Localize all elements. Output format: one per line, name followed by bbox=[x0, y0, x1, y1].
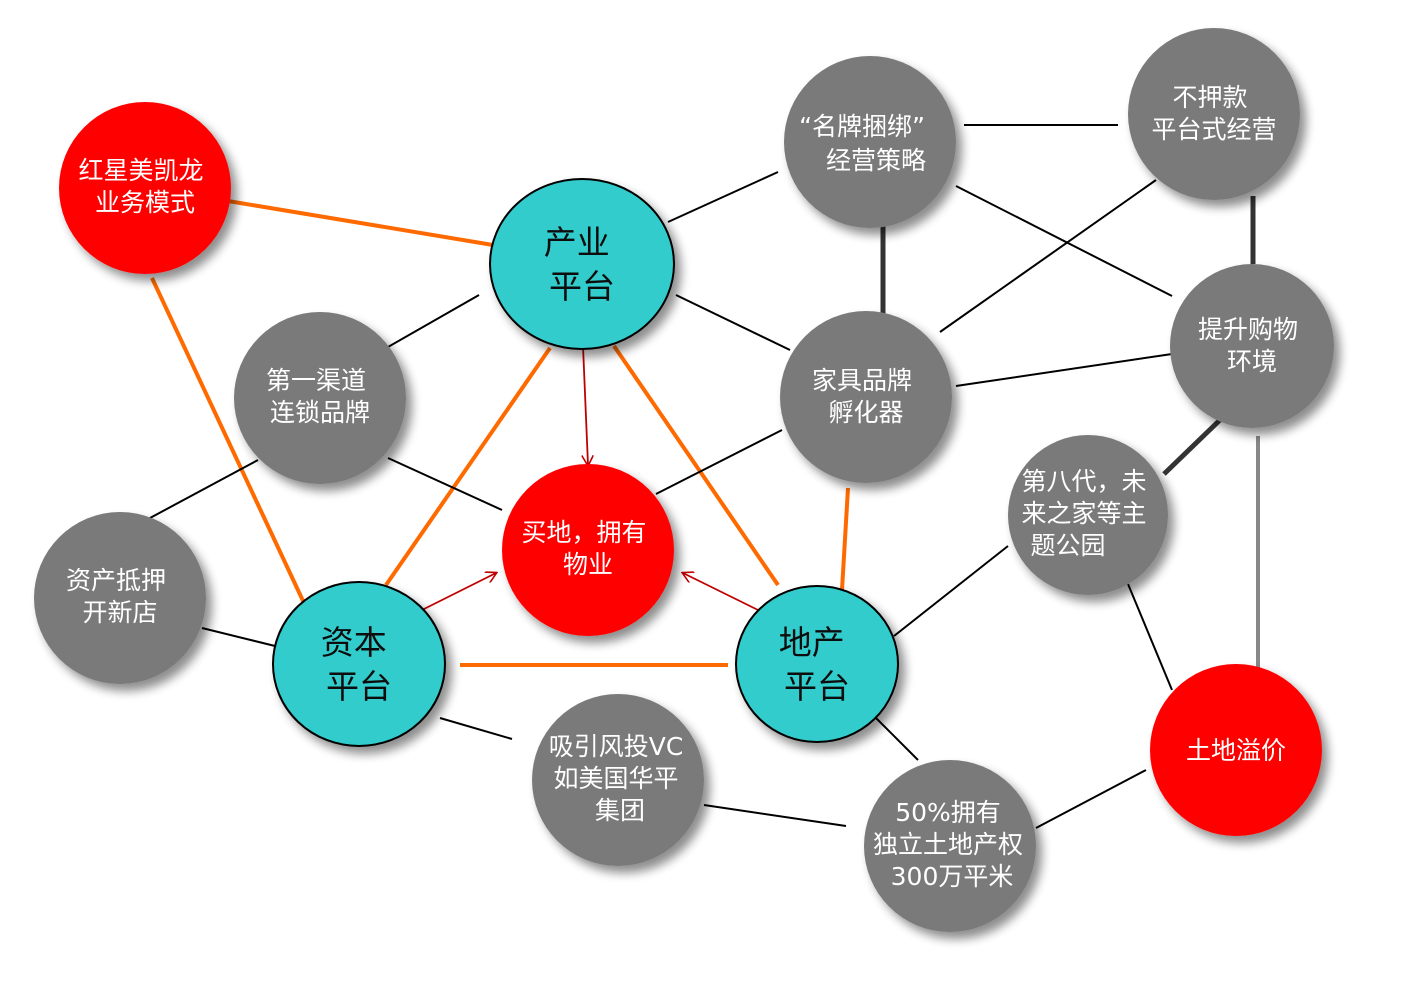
link-vc-landrights bbox=[703, 804, 847, 827]
node-label-line: 50%拥有 bbox=[895, 798, 1001, 827]
svg-text:资产抵押 开新店: 资产抵押 开新店 bbox=[66, 566, 174, 627]
link-capital-vc bbox=[439, 717, 513, 740]
svg-text:产业 平台: 产业 平台 bbox=[544, 223, 621, 306]
node-hongxing: 红星美凯龙 业务模式 bbox=[59, 102, 231, 274]
svg-text:提升购物 环境: 提升购物 环境 bbox=[1198, 315, 1306, 376]
svg-text:家具品牌 孵化器: 家具品牌 孵化器 bbox=[812, 366, 920, 427]
link-incubator-shopping bbox=[955, 353, 1173, 387]
link-industry-realestate bbox=[612, 344, 780, 587]
node-buy-land: 买地，拥有 物业 bbox=[502, 464, 674, 636]
link-gen8-landpremium bbox=[1127, 583, 1173, 691]
link-nodeposit-incubator bbox=[939, 179, 1157, 333]
node-label-line: 资本 bbox=[321, 623, 387, 662]
node-label-line: 集团 bbox=[595, 796, 645, 825]
svg-text:买地，拥有 物业: 买地，拥有 物业 bbox=[522, 518, 655, 579]
link-industry-brand bbox=[667, 171, 779, 223]
node-label-line: 物业 bbox=[563, 550, 613, 579]
node-label-line: 经营策略 bbox=[826, 146, 926, 175]
node-label-line: 300万平米 bbox=[891, 862, 1014, 891]
node-label-line: 开新店 bbox=[82, 598, 157, 627]
node-brand-bundle: “名牌捆绑” 经营策略 bbox=[784, 56, 956, 228]
node-label-line: 土地溢价 bbox=[1186, 736, 1286, 765]
svg-text:50%拥有 独立土地产权 3: 50%拥有 独立土地产权 300万平米 bbox=[873, 798, 1031, 891]
node-label-line: 资产抵押 bbox=[66, 566, 166, 595]
svg-text:吸引风投VC 如美国华平 集: 吸引风投VC 如美国华平 集团 bbox=[549, 732, 692, 825]
link-brand-shopping bbox=[955, 185, 1173, 297]
node-label-line: 家具品牌 bbox=[812, 366, 912, 395]
svg-text:不押款 平台式经营: 不押款 平台式经营 bbox=[1151, 83, 1276, 144]
node-label-line: 红星美凯龙 bbox=[79, 156, 204, 185]
node-label-line: 买地，拥有 bbox=[522, 518, 647, 547]
node-label-line: 地产 bbox=[779, 623, 845, 662]
node-label-line: 业务模式 bbox=[95, 188, 195, 217]
node-incubator: 家具品牌 孵化器 bbox=[780, 311, 952, 483]
node-mortgage: 资产抵押 开新店 bbox=[34, 512, 206, 684]
node-label-line: 如美国华平 bbox=[554, 764, 679, 793]
link-realestate-gen8 bbox=[893, 545, 1009, 637]
node-label-line: 题公园 bbox=[1030, 531, 1105, 560]
node-capital-platform: 资本 平台 bbox=[272, 581, 446, 747]
svg-text:地产 平台: 地产 平台 bbox=[779, 623, 856, 706]
link-industry-firstchannel bbox=[373, 294, 480, 356]
link-realestate-incubator bbox=[840, 487, 850, 591]
link-mortgage-capital bbox=[201, 627, 276, 647]
node-label-line: 连锁品牌 bbox=[270, 398, 370, 427]
arrow-industry-buyland bbox=[583, 345, 588, 465]
node-industry-platform: 产业 平台 bbox=[489, 178, 675, 350]
svg-text:红星美凯龙 业务模式: 红星美凯龙 业务模式 bbox=[79, 156, 212, 217]
node-label-line: 不押款 bbox=[1173, 83, 1248, 112]
link-shopping-gen8 bbox=[1162, 416, 1224, 476]
svg-text:土地溢价: 土地溢价 bbox=[1186, 736, 1286, 765]
node-label-line: 孵化器 bbox=[828, 398, 903, 427]
node-realestate-platform: 地产 平台 bbox=[735, 585, 899, 743]
node-label-line: 吸引风投VC bbox=[549, 732, 684, 761]
svg-text:第八代，未 来之家等主 题公: 第八代，未 来之家等主 题公园 bbox=[1022, 467, 1155, 560]
node-label-line: 平台 bbox=[549, 267, 615, 306]
node-land-rights: 50%拥有 独立土地产权 300万平米 bbox=[864, 760, 1036, 932]
node-gen8: 第八代，未 来之家等主 题公园 bbox=[1008, 435, 1168, 595]
node-label-line: 提升购物 bbox=[1198, 315, 1298, 344]
link-firstchannel-mortgage bbox=[149, 459, 259, 519]
node-label-line: 平台 bbox=[326, 667, 392, 706]
node-shopping-env: 提升购物 环境 bbox=[1170, 264, 1334, 428]
node-vc: 吸引风投VC 如美国华平 集团 bbox=[532, 694, 704, 866]
node-label-line: 来之家等主 bbox=[1022, 499, 1147, 528]
node-label-line: 环境 bbox=[1227, 347, 1277, 376]
link-hongxing-industry bbox=[227, 199, 494, 247]
svg-text:资本 平台: 资本 平台 bbox=[321, 623, 398, 706]
node-label-line: “名牌捆绑” bbox=[799, 112, 925, 141]
node-label-line: 第一渠道 bbox=[266, 366, 366, 395]
arrow-realestate-buyland bbox=[683, 573, 759, 611]
node-label-line: 独立土地产权 bbox=[873, 830, 1023, 859]
link-landrights-landpremium bbox=[1035, 769, 1147, 829]
connectors bbox=[149, 124, 1260, 829]
link-incubator-buyland bbox=[655, 429, 783, 495]
link-realestate-landrights bbox=[875, 717, 919, 761]
nodes: 红星美凯龙 业务模式 产业 平台 “名牌捆绑” 经营策略 不押款 平台式经营 bbox=[34, 28, 1334, 932]
link-firstchannel-buyland bbox=[387, 457, 503, 511]
node-first-channel: 第一渠道 连锁品牌 bbox=[234, 312, 406, 484]
node-no-deposit: 不押款 平台式经营 bbox=[1128, 28, 1300, 200]
node-land-premium: 土地溢价 bbox=[1150, 664, 1322, 836]
link-industry-incubator bbox=[675, 294, 791, 351]
link-industry-capital bbox=[384, 346, 552, 587]
svg-text:第一渠道 连锁品牌: 第一渠道 连锁品牌 bbox=[266, 366, 374, 427]
node-label-line: 平台 bbox=[784, 667, 850, 706]
node-label-line: 平台式经营 bbox=[1151, 115, 1276, 144]
node-label-line: 产业 bbox=[544, 223, 610, 262]
svg-text:“名牌捆绑” 经营策略: “名牌捆绑” 经营策略 bbox=[799, 112, 933, 175]
arrow-capital-buyland bbox=[421, 573, 496, 611]
link-hongxing-capital bbox=[150, 277, 306, 604]
node-label-line: 第八代，未 bbox=[1022, 467, 1147, 496]
